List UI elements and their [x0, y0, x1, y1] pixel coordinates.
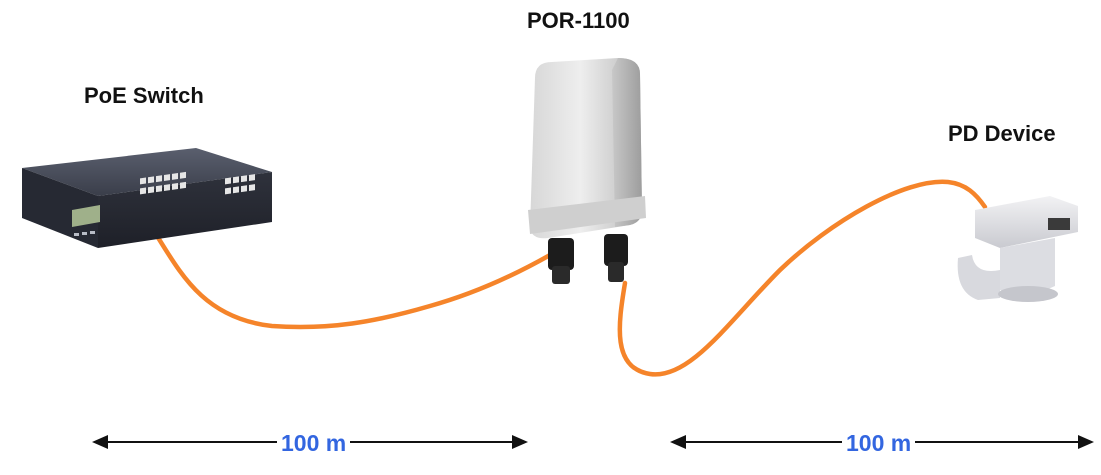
- poe-switch-device: [22, 148, 272, 248]
- cable-extender-to-pd: [617, 179, 988, 377]
- pd-device-label: PD Device: [948, 121, 1056, 146]
- por-1100-label: POR-1100: [527, 8, 630, 33]
- distance-label-2: 100 m: [842, 430, 916, 457]
- cable-switch-to-extender: [149, 225, 553, 330]
- outdoor-poe-extender: [528, 58, 646, 284]
- ptz-camera: [957, 196, 1078, 302]
- distance-label-1: 100 m: [277, 430, 351, 457]
- poe-switch-label: PoE Switch: [84, 83, 204, 108]
